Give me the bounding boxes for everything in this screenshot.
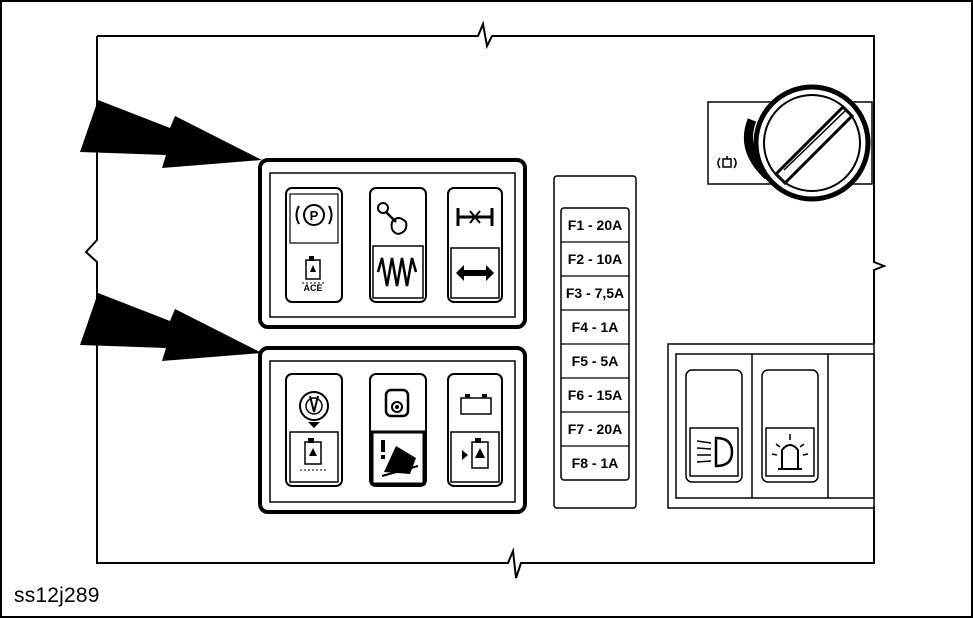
ignition-key-icon [753,84,871,202]
dashboard-outline [84,20,887,579]
ace-fuel-icon: ACE [302,256,324,293]
hydraulic-filter-icon [300,438,326,471]
fuse-label: F7 - 20A [568,421,622,437]
ignition-switch [707,84,873,202]
brake-icon [299,391,329,428]
pointer-arrow-top [80,100,262,168]
beacon-icon [771,434,809,470]
fuel-pump-icon [462,438,489,469]
battery-icon [460,394,492,415]
fuse-box: F1 - 20A F2 - 10A F3 - 7,5A F4 - 1A F5 - 5A F… [553,175,637,509]
parking-brake-icon: P [295,204,333,226]
vibration-icon [376,257,418,287]
switch-panel [667,343,875,509]
headlight-icon [696,436,734,468]
fuse-label: F1 - 20A [568,217,622,233]
fuse-label: F3 - 7,5A [566,285,624,301]
glow-plug-icon [717,156,737,169]
engine-oil-icon [384,388,410,418]
joystick-icon [377,202,408,236]
bidirectional-arrow-icon [456,265,494,281]
lower-indicator-panel [258,346,527,514]
svg-text:P: P [310,208,319,223]
fuse-label: F4 - 1A [572,319,619,335]
ace-label: ACE [303,283,322,293]
fuse-label: F2 - 10A [568,251,622,267]
upper-indicator-panel: P ACE [258,158,527,329]
figure-reference-code: ss12j289 [14,584,100,607]
fuse-label: F8 - 1A [572,455,619,471]
axle-lock-icon [456,208,494,226]
fuse-label: F6 - 15A [568,387,622,403]
pointer-arrow-bottom [80,293,262,361]
tilt-warning-icon [381,440,419,477]
fuse-label: F5 - 5A [572,353,619,369]
